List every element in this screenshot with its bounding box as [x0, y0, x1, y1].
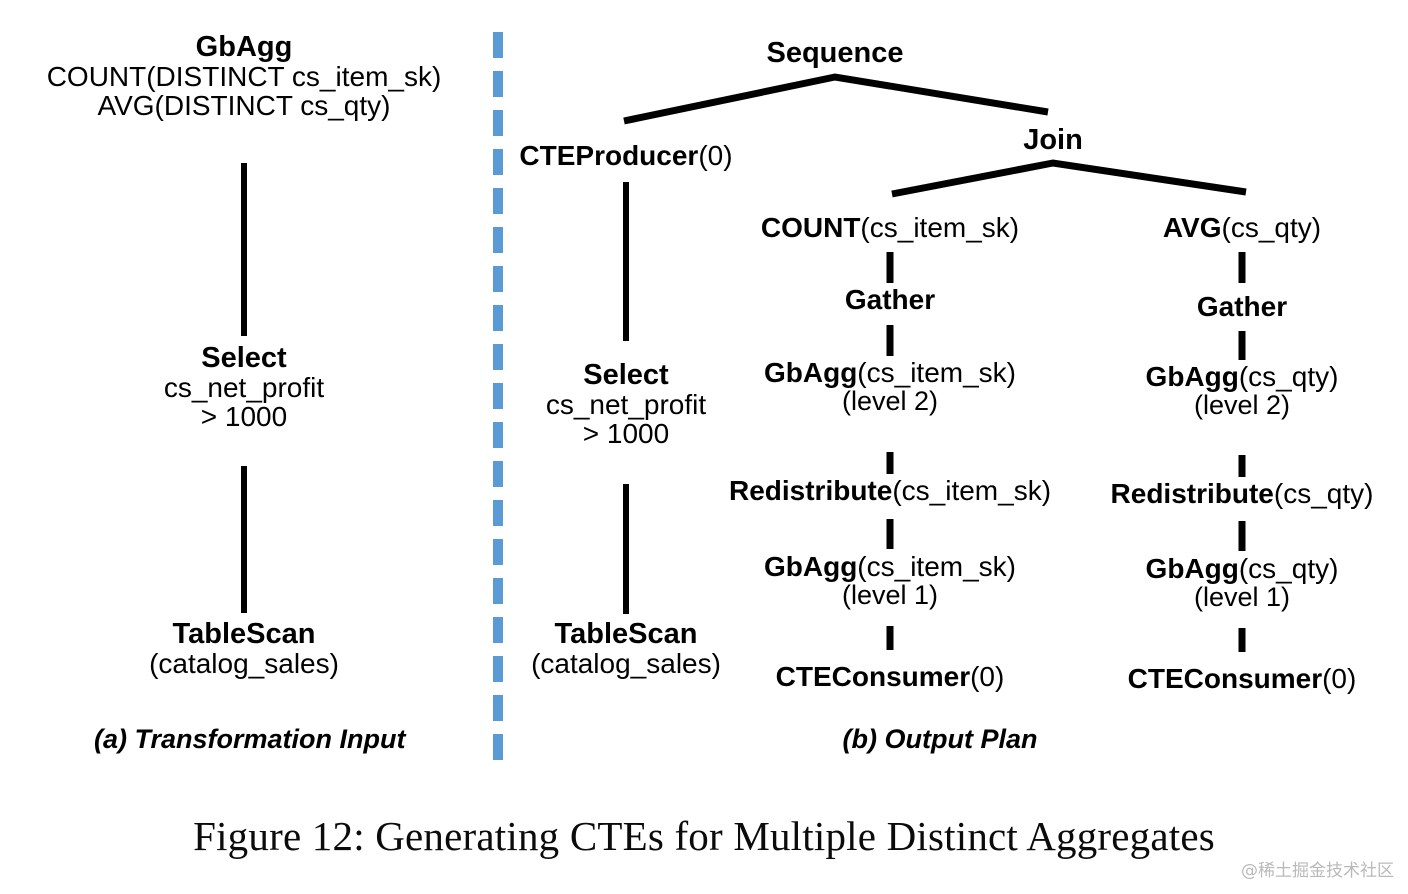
node-gbagg-level1-right[interactable]: GbAgg(cs_qty) (level 1)	[1082, 554, 1402, 611]
node-gbagg-level2-right-operator: GbAgg	[1145, 361, 1239, 392]
node-count-operator: COUNT	[760, 212, 861, 243]
node-avg-operator: AVG	[1162, 212, 1222, 243]
node-cteconsumer-right-arg: (0)	[1322, 663, 1357, 694]
node-redistribute-left-line: Redistribute(cs_item_sk)	[680, 476, 1100, 505]
node-gbagg-level1-right-arg: (cs_qty)	[1238, 553, 1339, 584]
node-select-output-column: cs_net_profit	[545, 389, 707, 421]
node-cteconsumer-left-operator: CTEConsumer	[775, 661, 971, 692]
node-gather-right-label: Gather	[1196, 291, 1288, 322]
node-avg-arg: (cs_qty)	[1221, 212, 1322, 243]
figure-caption: Figure 12: Generating CTEs for Multiple …	[193, 813, 1215, 859]
node-tablescan-input[interactable]: TableScan (catalog_sales)	[94, 619, 394, 678]
node-cteproducer[interactable]: CTEProducer(0)	[486, 141, 766, 170]
node-select-input[interactable]: Select cs_net_profit > 1000	[94, 342, 394, 433]
node-gbagg-level1-left-operator: GbAgg	[763, 551, 858, 582]
node-gather-left-label: Gather	[844, 284, 936, 315]
node-avg-line: AVG(cs_qty)	[1082, 213, 1402, 242]
node-select-input-predicate: > 1000	[200, 401, 288, 433]
node-cteconsumer-left[interactable]: CTEConsumer(0)	[730, 662, 1050, 691]
node-sequence-label: Sequence	[766, 37, 904, 69]
node-gbagg-level1-right-operator: GbAgg	[1145, 553, 1239, 584]
node-select-input-column: cs_net_profit	[163, 372, 325, 404]
node-gather-left[interactable]: Gather	[790, 285, 990, 314]
node-select-input-title: Select	[201, 342, 287, 374]
node-gbagg-level2-right-arg: (cs_qty)	[1238, 361, 1339, 392]
node-join[interactable]: Join	[953, 125, 1153, 155]
node-redistribute-right-operator: Redistribute	[1110, 478, 1274, 509]
node-gather-right[interactable]: Gather	[1142, 292, 1342, 321]
node-gbagg-level2-left-line: GbAgg(cs_item_sk)	[700, 358, 1080, 387]
node-cteproducer-line: CTEProducer(0)	[486, 141, 766, 170]
node-select-output-predicate: > 1000	[582, 418, 670, 450]
node-gbagg-level2-left-level: (level 2)	[841, 386, 939, 417]
edge-sequence-fork	[623, 73, 1049, 125]
watermark-text: @稀土掘金技术社区	[1241, 861, 1394, 881]
node-gbagg-input[interactable]: GbAgg COUNT(DISTINCT cs_item_sk) AVG(DIS…	[14, 31, 474, 122]
node-redistribute-right-line: Redistribute(cs_qty)	[1062, 479, 1408, 508]
node-cteconsumer-left-line: CTEConsumer(0)	[730, 662, 1050, 691]
node-tablescan-input-title: TableScan	[172, 618, 316, 650]
edge-join-fork	[891, 159, 1247, 198]
node-tablescan-output-table: (catalog_sales)	[531, 648, 721, 680]
node-gbagg-level1-left-level: (level 1)	[841, 580, 939, 611]
node-redistribute-left-operator: Redistribute	[728, 475, 893, 506]
node-gbagg-input-agg1: COUNT(DISTINCT cs_item_sk)	[46, 61, 442, 93]
node-gbagg-level2-right-level: (level 2)	[1193, 390, 1291, 421]
node-join-label: Join	[1023, 124, 1083, 156]
node-cteproducer-operator: CTEProducer	[519, 140, 699, 171]
node-gbagg-input-title: GbAgg	[195, 31, 293, 63]
node-gbagg-level1-right-level: (level 1)	[1193, 582, 1291, 613]
node-gbagg-level1-left-line: GbAgg(cs_item_sk)	[700, 552, 1080, 581]
node-cteconsumer-left-arg: (0)	[970, 661, 1005, 692]
panel-b-caption: (b) Output Plan	[842, 724, 1038, 754]
node-cteconsumer-right-line: CTEConsumer(0)	[1082, 664, 1402, 693]
node-gbagg-level2-right-line: GbAgg(cs_qty)	[1082, 362, 1402, 391]
node-avg[interactable]: AVG(cs_qty)	[1082, 213, 1402, 242]
node-redistribute-right[interactable]: Redistribute(cs_qty)	[1062, 479, 1408, 508]
node-cteconsumer-right-operator: CTEConsumer	[1127, 663, 1323, 694]
node-cteconsumer-right[interactable]: CTEConsumer(0)	[1082, 664, 1402, 693]
node-gbagg-level2-left[interactable]: GbAgg(cs_item_sk) (level 2)	[700, 358, 1080, 415]
node-count[interactable]: COUNT(cs_item_sk)	[700, 213, 1080, 242]
node-tablescan-input-table: (catalog_sales)	[149, 648, 339, 680]
node-cteproducer-arg: (0)	[698, 140, 733, 171]
node-select-output[interactable]: Select cs_net_profit > 1000	[476, 359, 776, 450]
node-gbagg-level1-right-line: GbAgg(cs_qty)	[1082, 554, 1402, 583]
node-count-line: COUNT(cs_item_sk)	[700, 213, 1080, 242]
node-redistribute-left[interactable]: Redistribute(cs_item_sk)	[680, 476, 1100, 505]
node-redistribute-left-arg: (cs_item_sk)	[892, 475, 1052, 506]
node-gbagg-level2-left-arg: (cs_item_sk)	[857, 357, 1016, 388]
node-gbagg-input-agg2: AVG(DISTINCT cs_qty)	[97, 90, 391, 122]
node-redistribute-right-arg: (cs_qty)	[1273, 478, 1374, 509]
node-tablescan-output-title: TableScan	[554, 618, 698, 650]
node-tablescan-output[interactable]: TableScan (catalog_sales)	[476, 619, 776, 678]
node-sequence[interactable]: Sequence	[705, 38, 965, 68]
node-gbagg-level2-left-operator: GbAgg	[763, 357, 858, 388]
panel-a-caption: (a) Transformation Input	[94, 724, 406, 754]
node-count-arg: (cs_item_sk)	[860, 212, 1020, 243]
node-gbagg-level1-left-arg: (cs_item_sk)	[857, 551, 1016, 582]
node-gbagg-level2-right[interactable]: GbAgg(cs_qty) (level 2)	[1082, 362, 1402, 419]
node-select-output-title: Select	[583, 359, 669, 391]
node-gbagg-level1-left[interactable]: GbAgg(cs_item_sk) (level 1)	[700, 552, 1080, 609]
